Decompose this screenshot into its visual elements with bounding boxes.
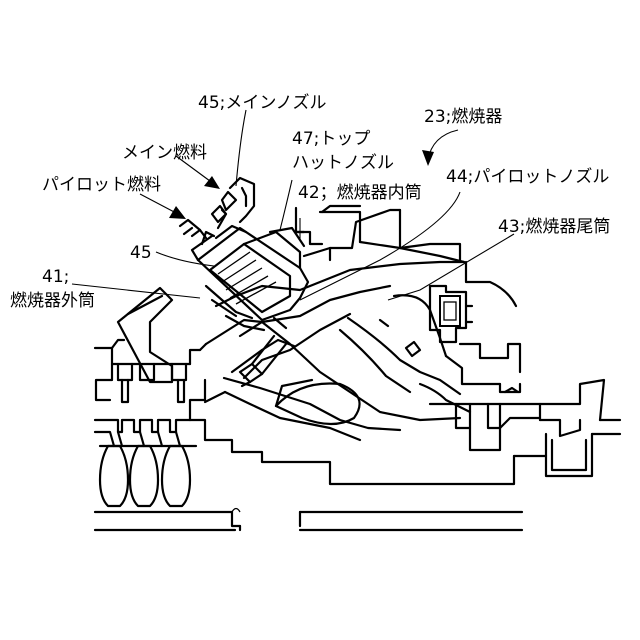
compressor-casing	[95, 340, 206, 446]
curved-arrow-icon	[422, 150, 434, 166]
label-pilot-fuel: パイロット燃料	[42, 175, 161, 195]
combustor-arrow	[422, 130, 458, 166]
transition-piece	[394, 262, 620, 476]
label-main-nozzle: 45;メインノズル	[198, 93, 327, 113]
label-main-fuel: メイン燃料	[122, 143, 207, 163]
flange-bolt-block	[430, 286, 472, 342]
label-top-hat-nozzle-line1: 47;トップ	[292, 129, 370, 149]
label-inner-liner: 42；燃焼器内筒	[298, 183, 422, 203]
rotor-base	[95, 509, 522, 531]
label-outer-casing-line2: 燃焼器外筒	[10, 291, 95, 311]
air-bleed-pipe	[118, 288, 172, 382]
label-pilot-nozzle: 44;パイロットノズル	[446, 167, 609, 187]
label-transition-piece: 43;燃焼器尾筒	[498, 217, 610, 237]
filled-arrow-icon	[169, 206, 186, 219]
labels: 45;メインノズル 23;燃焼器 メイン燃料 47;トップ ハットノズル 44;…	[10, 93, 610, 311]
label-top-hat-nozzle-line2: ハットノズル	[292, 153, 394, 173]
turbine-blades	[100, 446, 196, 506]
label-main-nozzle-short: 45	[130, 243, 152, 263]
label-outer-casing-line1: 41;	[42, 267, 69, 287]
label-combustor: 23;燃焼器	[424, 107, 502, 127]
pilot-fuel-arrow	[140, 194, 186, 219]
